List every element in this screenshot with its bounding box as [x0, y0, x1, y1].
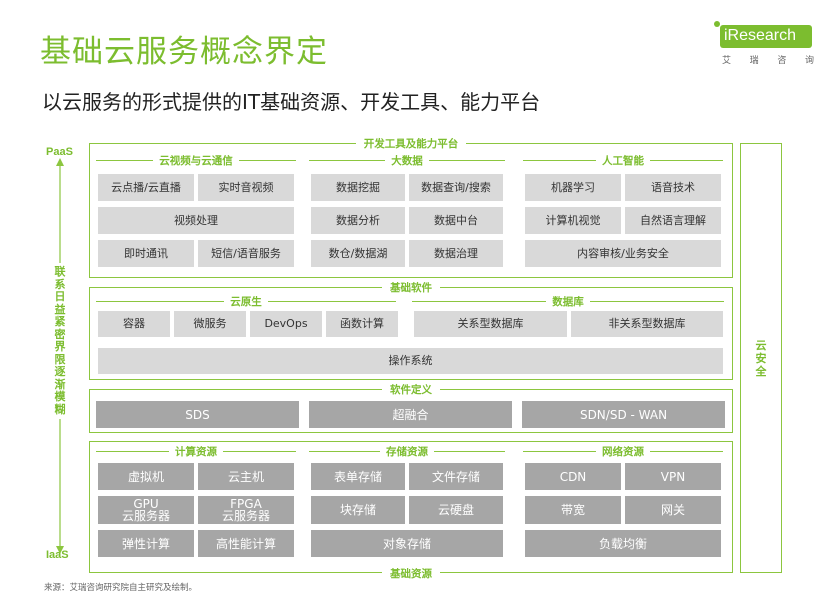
cell-devops: DevOps: [250, 311, 322, 337]
cell-load-balancing: 负载均衡: [525, 530, 721, 557]
cell-video-processing: 视频处理: [98, 207, 294, 234]
cell-data-analysis: 数据分析: [311, 207, 405, 234]
cell-data-governance: 数据治理: [409, 240, 503, 267]
cell-speech-tech: 语音技术: [625, 174, 721, 201]
group-title-database: 数据库: [412, 293, 724, 309]
cell-gateway: 网关: [625, 496, 721, 524]
logo-cn: 艾 瑞 咨 询: [722, 53, 814, 66]
section-dev-platform: 开发工具及能力平台 云视频与云通信 云点播/云直播 实时音视频 视频处理 即时通…: [89, 135, 733, 278]
cell-im: 即时通讯: [98, 240, 194, 267]
cell-file-storage: 文件存储: [409, 463, 503, 490]
cell-data-mining: 数据挖掘: [311, 174, 405, 201]
section-label: 基础软件: [90, 279, 732, 295]
cell-content-moderation: 内容审核/业务安全: [525, 240, 721, 267]
source-note: 来源：艾瑞咨询研究院自主研究及绘制。: [44, 583, 198, 593]
cell-data-warehouse-lake: 数仓/数据湖: [311, 240, 405, 267]
group-title-storage: 存储资源: [309, 443, 505, 459]
cell-table-storage: 表单存储: [311, 463, 405, 490]
logo-cn-char: 艾: [722, 56, 732, 66]
cell-vm: 虚拟机: [98, 463, 194, 490]
axis-top-label: PaaS: [46, 146, 73, 158]
cell-fpga-server: FPGA 云服务器: [198, 496, 294, 524]
iresearch-logo: iResearch 艾 瑞 咨 询: [714, 20, 814, 66]
cell-cdn: CDN: [525, 463, 621, 490]
logo-cn-char: 询: [804, 56, 814, 66]
cell-sdn-sdwan: SDN/SD - WAN: [522, 401, 725, 428]
axis-bottom-label: IaaS: [46, 549, 69, 561]
cell-bandwidth: 带宽: [525, 496, 621, 524]
cell-machine-learning: 机器学习: [525, 174, 621, 201]
group-title-compute: 计算资源: [96, 443, 296, 459]
cell-container: 容器: [98, 311, 170, 337]
cell-nonrelational-db: 非关系型数据库: [571, 311, 723, 337]
cell-computer-vision: 计算机视觉: [525, 207, 621, 234]
cell-elastic-compute: 弹性计算: [98, 530, 194, 557]
cell-sms-voice: 短信/语音服务: [198, 240, 294, 267]
group-title-ai: 人工智能: [523, 152, 723, 168]
logo-dot-icon: [714, 21, 720, 27]
cell-data-middle-platform: 数据中台: [409, 207, 503, 234]
logo-box: [720, 25, 812, 48]
section-infrastructure: 基础资源 计算资源 虚拟机 云主机 GPU 云服务器 FPGA 云服务器 弹性计…: [89, 441, 733, 581]
cloud-security-column: 云安全: [740, 143, 782, 573]
section-basic-software: 基础软件 云原生 容器 微服务 DevOps 函数计算 数据库 关系型数据库 非…: [89, 279, 733, 380]
logo-cn-char: 咨: [777, 56, 787, 66]
group-title-cloud-native: 云原生: [96, 293, 396, 309]
cell-cloud-disk: 云硬盘: [409, 496, 503, 524]
cell-data-query: 数据查询/搜索: [409, 174, 503, 201]
cell-vod-live: 云点播/云直播: [98, 174, 194, 201]
cell-block-storage: 块存储: [311, 496, 405, 524]
cell-nlu: 自然语言理解: [625, 207, 721, 234]
group-title-bigdata: 大数据: [309, 152, 505, 168]
cell-function-compute: 函数计算: [326, 311, 398, 337]
section-label: 基础资源: [90, 565, 732, 581]
cell-hpc: 高性能计算: [198, 530, 294, 557]
section-software-defined: 软件定义 SDS 超融合 SDN/SD - WAN: [89, 381, 733, 433]
axis-middle-label: 联系日益紧密 界限逐渐模糊: [53, 263, 67, 419]
page-subtitle: 以云服务的形式提供的IT基础资源、开发工具、能力平台: [42, 90, 541, 114]
cell-relational-db: 关系型数据库: [414, 311, 567, 337]
cell-hyperconverged: 超融合: [309, 401, 512, 428]
cell-sds: SDS: [96, 401, 299, 428]
logo-cn-char: 瑞: [749, 56, 759, 66]
group-title-network: 网络资源: [523, 443, 723, 459]
cell-gpu-server: GPU 云服务器: [98, 496, 194, 524]
section-label: 开发工具及能力平台: [90, 135, 732, 151]
cell-rtc: 实时音视频: [198, 174, 294, 201]
cell-operating-system: 操作系统: [98, 348, 723, 374]
logo-text: iResearch: [724, 27, 797, 44]
section-label: 软件定义: [90, 381, 732, 397]
page-title: 基础云服务概念界定: [40, 34, 328, 70]
group-title-video: 云视频与云通信: [96, 152, 296, 168]
cell-vpn: VPN: [625, 463, 721, 490]
cell-microservice: 微服务: [174, 311, 246, 337]
cell-cloud-host: 云主机: [198, 463, 294, 490]
cloud-security-label: 云安全: [755, 338, 767, 378]
cell-object-storage: 对象存储: [311, 530, 503, 557]
